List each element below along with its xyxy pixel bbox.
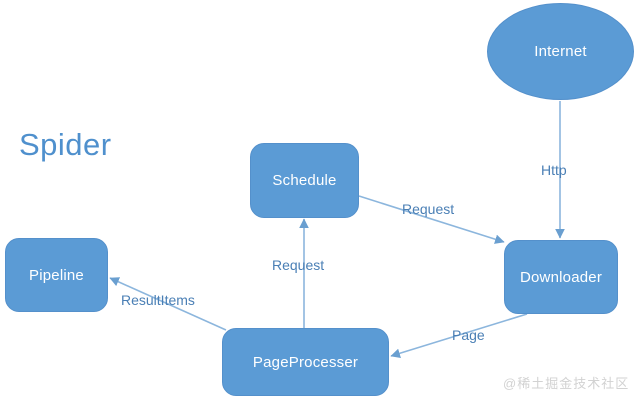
edge-label-request-pageprocesser-schedule: Request [272,257,325,273]
node-pipeline-label: Pipeline [29,266,84,284]
edge-label-resultitems: ResultItems [121,292,195,308]
edge-pageprocesser-pipeline [109,277,227,331]
page-title: Spider [19,127,112,162]
node-downloader[interactable]: Downloader [504,240,618,314]
edge-label-request-schedule-downloader: Request [402,201,455,217]
node-pipeline[interactable]: Pipeline [5,238,108,312]
node-internet[interactable]: Internet [487,3,634,100]
node-schedule[interactable]: Schedule [250,143,359,218]
watermark: @稀土掘金技术社区 [503,376,630,391]
node-internet-label: Internet [534,43,587,60]
edge-label-http: Http [541,162,567,178]
node-downloader-label: Downloader [519,268,603,286]
edge-downloader-pageprocesser [390,313,528,358]
edge-schedule-downloader [358,195,505,244]
node-schedule-label: Schedule [272,172,337,189]
node-pageprocesser-label: PageProcesser [252,353,359,371]
node-pageprocesser[interactable]: PageProcesser [222,328,389,396]
edge-label-page: Page [452,327,485,343]
